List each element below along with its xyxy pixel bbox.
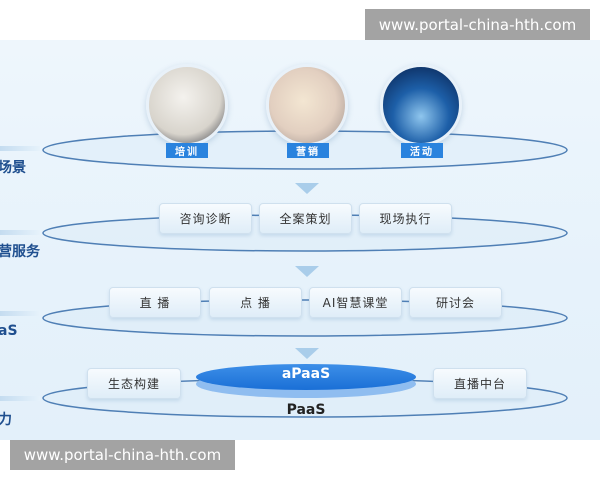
service-box: 全案策划 (259, 203, 352, 234)
down-arrow-icon (295, 266, 319, 277)
scene-tag-training: 培训 (166, 143, 208, 158)
architecture-diagram: 场景 营服务 aS 力 培训 营销 活动 咨询诊断 全案策划 现场执行 直 播 … (0, 40, 600, 440)
layer-marker (0, 146, 40, 151)
scene-tag-marketing: 营销 (287, 143, 329, 158)
marketing-photo (266, 64, 348, 146)
product-box: 点 播 (209, 287, 302, 318)
paas-label: PaaS (286, 402, 326, 418)
event-stage-photo (380, 64, 462, 146)
product-box: 直 播 (109, 287, 201, 318)
watermark-top: www.portal-china-hth.com (365, 9, 590, 40)
down-arrow-icon (295, 348, 319, 359)
side-label-service: 营服务 (0, 244, 40, 260)
training-photo (146, 64, 228, 146)
platform-box-live-center: 直播中台 (433, 368, 527, 399)
product-box: 研讨会 (409, 287, 502, 318)
layer-marker (0, 311, 40, 316)
apaas-label: aPaaS (281, 366, 331, 382)
product-box: AI智慧课堂 (309, 287, 402, 318)
side-label-saas: aS (0, 323, 18, 339)
layer-marker (0, 396, 40, 401)
service-box: 咨询诊断 (159, 203, 252, 234)
layer-marker (0, 230, 40, 235)
apaas-disc (196, 364, 416, 390)
service-box: 现场执行 (359, 203, 452, 234)
scene-tag-event: 活动 (401, 143, 443, 158)
side-label-scene: 场景 (0, 160, 26, 176)
down-arrow-icon (295, 183, 319, 194)
watermark-bottom: www.portal-china-hth.com (10, 440, 235, 470)
platform-box-ecosystem: 生态构建 (87, 368, 181, 399)
side-label-capability: 力 (0, 412, 12, 428)
